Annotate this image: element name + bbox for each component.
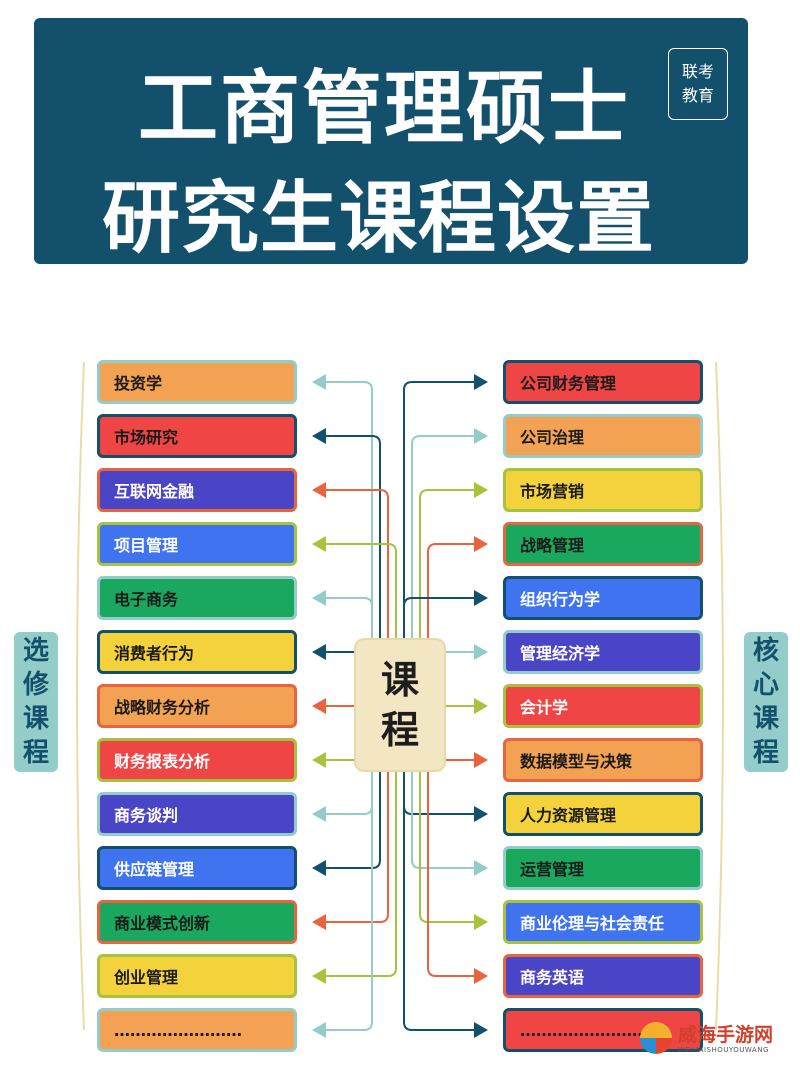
core-course-6: 管理经济学 bbox=[503, 630, 703, 674]
elective-course-9: 商务谈判 bbox=[97, 792, 297, 836]
core-course-12: 商务英语 bbox=[503, 954, 703, 998]
core-course-5: 组织行为学 bbox=[503, 576, 703, 620]
course-label: 战略财务分析 bbox=[114, 698, 211, 717]
core-connector bbox=[403, 705, 488, 1038]
course-label: 人力资源管理 bbox=[520, 806, 617, 825]
core-connector bbox=[427, 536, 488, 705]
elective-course-8: 财务报表分析 bbox=[97, 738, 297, 782]
course-label: 项目管理 bbox=[114, 536, 179, 555]
core-courses-label: 核 心 课 程 bbox=[744, 632, 788, 772]
core-course-1: 公司财务管理 bbox=[503, 360, 703, 404]
core-connector bbox=[411, 428, 488, 705]
core-char: 心 bbox=[752, 670, 779, 700]
course-label: 管理经济学 bbox=[520, 644, 601, 663]
core-course-2: 公司治理 bbox=[503, 414, 703, 458]
title-line-1: 工商管理硕士 bbox=[138, 62, 630, 155]
watermark-logo-icon bbox=[640, 1022, 672, 1054]
course-label: 组织行为学 bbox=[520, 590, 601, 609]
bracket-line bbox=[715, 361, 724, 1031]
core-course-11: 商业伦理与社会责任 bbox=[503, 900, 703, 944]
core-connector bbox=[419, 482, 488, 705]
core-connector bbox=[427, 705, 488, 984]
watermark: 威海手游网 WEIHAISHOUYOUWANG bbox=[640, 1018, 796, 1062]
core-course-8: 数据模型与决策 bbox=[503, 738, 703, 782]
stamp-line-2: 教育 bbox=[681, 86, 714, 105]
elective-courses-label: 选 修 课 程 bbox=[14, 632, 58, 772]
course-label: 会计学 bbox=[520, 698, 569, 717]
brand-stamp: 联考 教育 bbox=[668, 48, 728, 120]
elective-connector bbox=[312, 590, 373, 705]
course-label: 商务谈判 bbox=[114, 806, 179, 825]
watermark-subtext: WEIHAISHOUYOUWANG bbox=[678, 1046, 769, 1054]
course-label: 电子商务 bbox=[114, 590, 179, 609]
elective-connector bbox=[312, 705, 373, 1038]
elective-char: 课 bbox=[22, 704, 49, 734]
title-banner: 工商管理硕士 研究生课程设置 联考 教育 bbox=[34, 18, 748, 264]
course-label: 商业模式创新 bbox=[114, 914, 211, 933]
elective-connector bbox=[312, 705, 389, 930]
core-course-10: 运营管理 bbox=[503, 846, 703, 890]
course-label: …………………… bbox=[114, 1020, 242, 1040]
title-line-2: 研究生课程设置 bbox=[102, 174, 656, 264]
course-label: 消费者行为 bbox=[114, 644, 195, 663]
elective-char: 程 bbox=[22, 738, 49, 768]
core-connector bbox=[403, 374, 488, 705]
elective-course-10: 供应链管理 bbox=[97, 846, 297, 890]
bracket-line bbox=[76, 361, 85, 1031]
course-label: 创业管理 bbox=[114, 968, 179, 987]
course-label: 互联网金融 bbox=[114, 482, 195, 501]
elective-connector bbox=[312, 374, 373, 705]
elective-course-12: 创业管理 bbox=[97, 954, 297, 998]
watermark-text: 威海手游网 bbox=[678, 1024, 774, 1046]
course-label: 财务报表分析 bbox=[114, 752, 211, 771]
core-char: 课 bbox=[752, 704, 779, 734]
course-label: 投资学 bbox=[114, 374, 163, 393]
elective-connector bbox=[312, 428, 381, 705]
elective-course-6: 消费者行为 bbox=[97, 630, 297, 674]
core-course-9: 人力资源管理 bbox=[503, 792, 703, 836]
course-label: …………………… bbox=[520, 1020, 648, 1040]
course-label: 商务英语 bbox=[520, 968, 585, 987]
course-label: 公司财务管理 bbox=[520, 374, 617, 393]
center-char: 程 bbox=[380, 708, 419, 752]
course-label: 商业伦理与社会责任 bbox=[520, 914, 665, 933]
course-label: 运营管理 bbox=[520, 860, 585, 879]
core-char: 程 bbox=[752, 738, 779, 768]
elective-course-5: 电子商务 bbox=[97, 576, 297, 620]
core-course-7: 会计学 bbox=[503, 684, 703, 728]
elective-connector bbox=[312, 705, 397, 984]
core-char: 核 bbox=[752, 636, 779, 666]
core-course-13: …………………… bbox=[503, 1008, 703, 1052]
elective-connector bbox=[312, 482, 389, 705]
course-label: 战略管理 bbox=[520, 536, 585, 555]
elective-char: 修 bbox=[22, 670, 49, 700]
core-course-4: 战略管理 bbox=[503, 522, 703, 566]
elective-course-3: 互联网金融 bbox=[97, 468, 297, 512]
center-node: 课 程 bbox=[356, 640, 444, 770]
course-label: 供应链管理 bbox=[114, 860, 195, 879]
elective-course-7: 战略财务分析 bbox=[97, 684, 297, 728]
center-char: 课 bbox=[380, 658, 419, 702]
elective-char: 选 bbox=[22, 636, 49, 666]
elective-course-1: 投资学 bbox=[97, 360, 297, 404]
elective-connector bbox=[312, 536, 397, 705]
course-label: 市场营销 bbox=[520, 482, 585, 501]
elective-course-4: 项目管理 bbox=[97, 522, 297, 566]
elective-course-11: 商业模式创新 bbox=[97, 900, 297, 944]
course-label: 公司治理 bbox=[520, 428, 585, 447]
core-course-3: 市场营销 bbox=[503, 468, 703, 512]
elective-course-2: 市场研究 bbox=[97, 414, 297, 458]
stamp-line-1: 联考 bbox=[681, 62, 714, 81]
course-label: 数据模型与决策 bbox=[520, 752, 633, 771]
course-label: 市场研究 bbox=[114, 428, 179, 447]
core-connector bbox=[403, 590, 488, 705]
elective-course-13: …………………… bbox=[97, 1008, 297, 1052]
